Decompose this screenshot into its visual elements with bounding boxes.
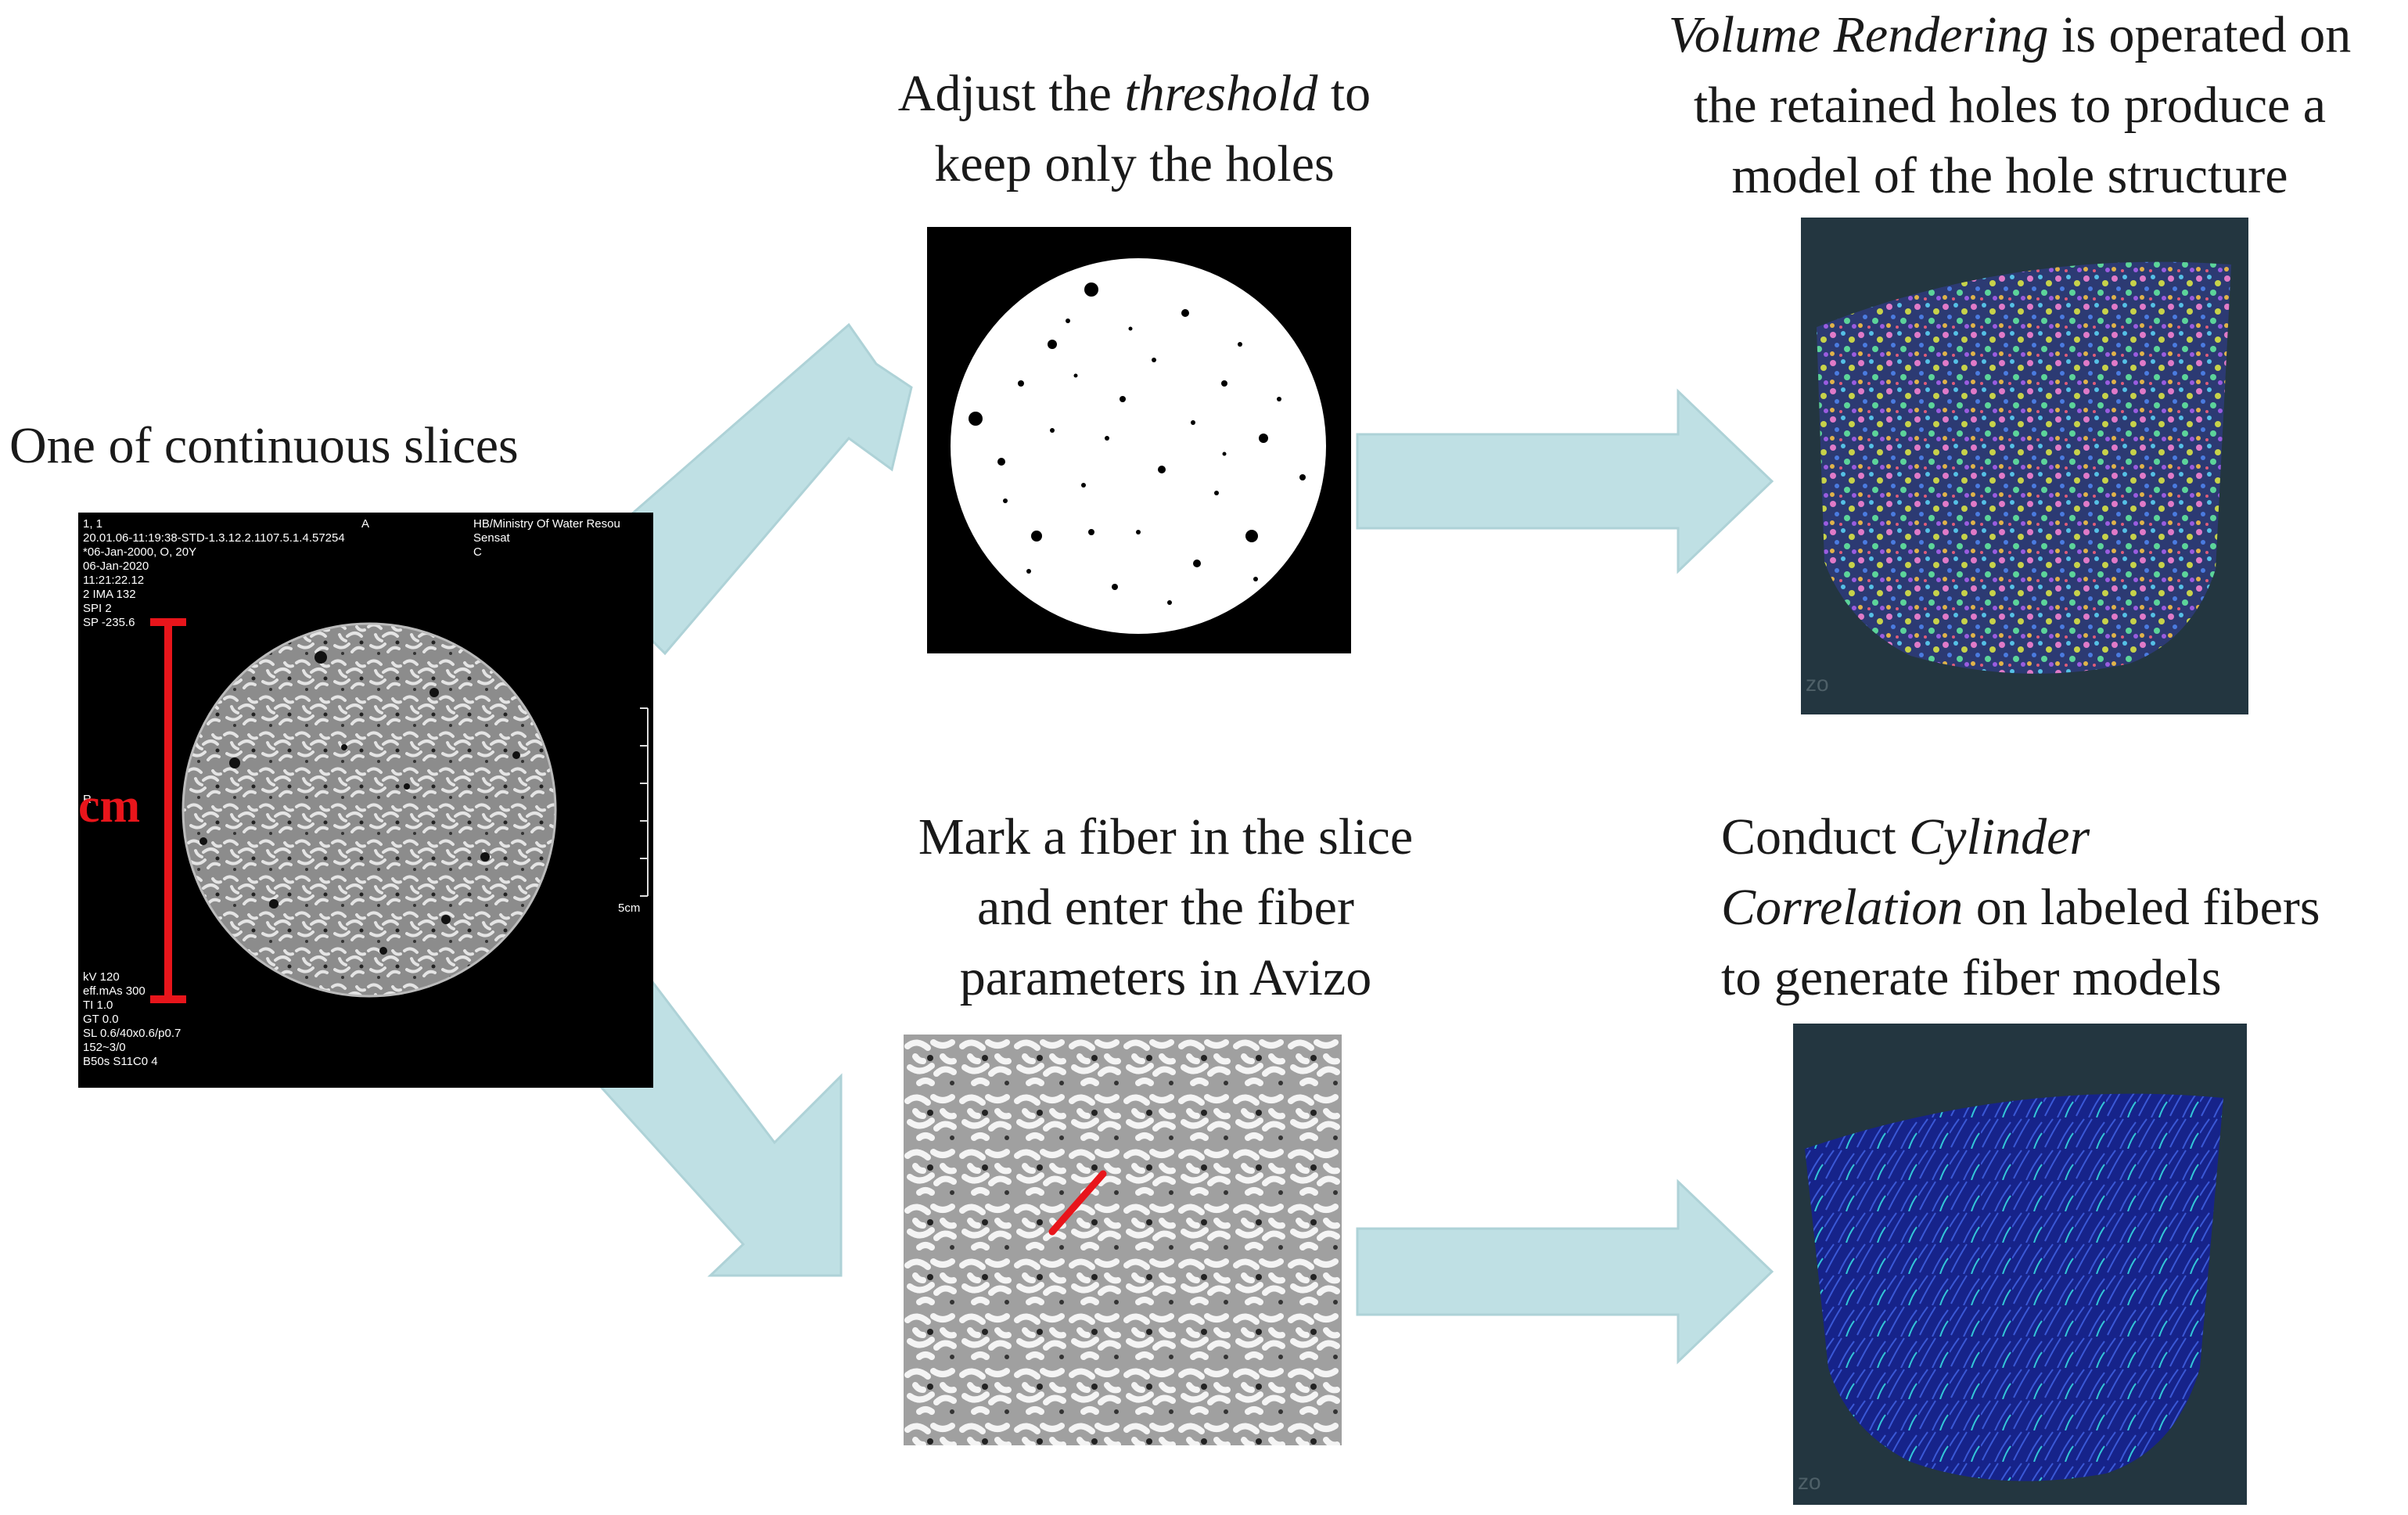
ct-info-bottom-left: kV 120 eff.mAs 300 TI 1.0 GT 0.0 SL 0.6/…	[83, 970, 181, 1068]
fiber-model-rendering: zo	[1793, 1024, 2247, 1505]
ct-info-top-center: A	[361, 517, 370, 531]
fiber-model-graphic	[1805, 1093, 2223, 1481]
ct-slice-image: 1, 1 20.01.06-11:19:38-STD-1.3.12.2.1107…	[78, 513, 653, 1088]
fiber-slice-closeup	[904, 1035, 1342, 1445]
hole-volume-rendering: zo	[1801, 218, 2248, 714]
fiber-closeup-graphic	[904, 1035, 1342, 1445]
arrow-to-volume-rendering	[1356, 388, 1774, 574]
arrow-to-fiber-model	[1356, 1179, 1774, 1365]
threshold-graphic	[951, 258, 1326, 634]
ct-info-top-left: 1, 1 20.01.06-11:19:38-STD-1.3.12.2.1107…	[83, 517, 345, 629]
avizo-watermark-fiber: zo	[1798, 1470, 1821, 1494]
caption-slice: One of continuous slices	[9, 417, 519, 474]
caption-volume-rendering: Volume Rendering is operated on the reta…	[1668, 6, 2352, 204]
ct-slice-graphic	[150, 618, 649, 1003]
ct-side-marker: R	[83, 793, 92, 806]
arrow-to-threshold	[573, 322, 913, 656]
caption-cylinder-correlation: Conduct Cylinder Correlation on labeled …	[1721, 808, 2320, 1006]
avizo-watermark: zo	[1806, 671, 1829, 696]
scale-bar-label: 10cm	[78, 779, 141, 833]
threshold-image	[927, 227, 1351, 653]
ct-info-top-right: HB/Ministry Of Water Resou Sensat C	[473, 517, 620, 559]
caption-mark-fiber: Mark a fiber in the slice and enter the …	[918, 808, 1414, 1006]
hole-model-graphic	[1817, 261, 2231, 674]
ct-ruler-label: 5cm	[618, 901, 641, 915]
caption-threshold: Adjust the threshold to keep only the ho…	[897, 65, 1371, 193]
